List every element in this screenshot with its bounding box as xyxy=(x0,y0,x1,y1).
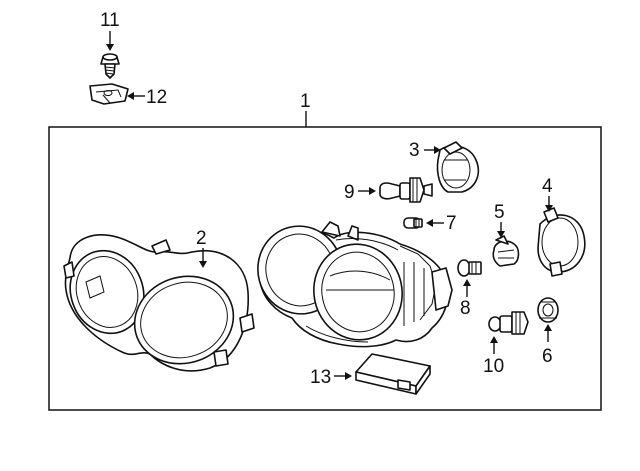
part-7-small-bulb[interactable] xyxy=(403,217,423,229)
leader-2 xyxy=(199,248,207,268)
part-13-control-module[interactable] xyxy=(355,353,431,395)
callout-2: 2 xyxy=(196,228,207,249)
part-12-clip-nut[interactable] xyxy=(89,83,129,105)
part-6-grommet[interactable] xyxy=(537,297,559,323)
part-11-bolt[interactable] xyxy=(100,53,120,79)
part-4-cover-cap[interactable] xyxy=(537,207,586,277)
callout-10: 10 xyxy=(483,356,504,377)
callout-4: 4 xyxy=(542,176,553,197)
leader-9 xyxy=(358,187,376,195)
callout-12: 12 xyxy=(146,87,167,108)
leader-3 xyxy=(424,146,441,154)
assembly-frame xyxy=(48,126,602,411)
part-9-bulb[interactable] xyxy=(379,177,433,203)
callout-8: 8 xyxy=(460,298,471,319)
callout-11: 11 xyxy=(100,10,120,31)
part-5-socket[interactable] xyxy=(492,235,520,267)
callout-1: 1 xyxy=(300,91,311,112)
part-2-bezel[interactable] xyxy=(59,234,255,376)
callout-3: 3 xyxy=(409,140,420,161)
leader-7 xyxy=(426,219,444,227)
callout-13: 13 xyxy=(310,367,331,388)
callout-5: 5 xyxy=(494,202,505,223)
leader-10 xyxy=(490,336,498,354)
leader-6 xyxy=(544,324,552,342)
part-8-wedge-bulb[interactable] xyxy=(457,259,482,277)
leader-13 xyxy=(334,372,352,380)
leader-4 xyxy=(545,196,553,212)
leader-11 xyxy=(106,31,114,51)
callout-6: 6 xyxy=(542,346,553,367)
callout-7: 7 xyxy=(446,213,457,234)
leader-8 xyxy=(463,279,471,297)
callout-9: 9 xyxy=(344,182,355,203)
part-10-bulb-socket[interactable] xyxy=(488,311,529,335)
leader-12 xyxy=(127,92,145,100)
part-3-bulb-cap[interactable] xyxy=(436,141,480,193)
headlamp-housing[interactable] xyxy=(248,217,453,348)
leader-5 xyxy=(497,222,505,238)
